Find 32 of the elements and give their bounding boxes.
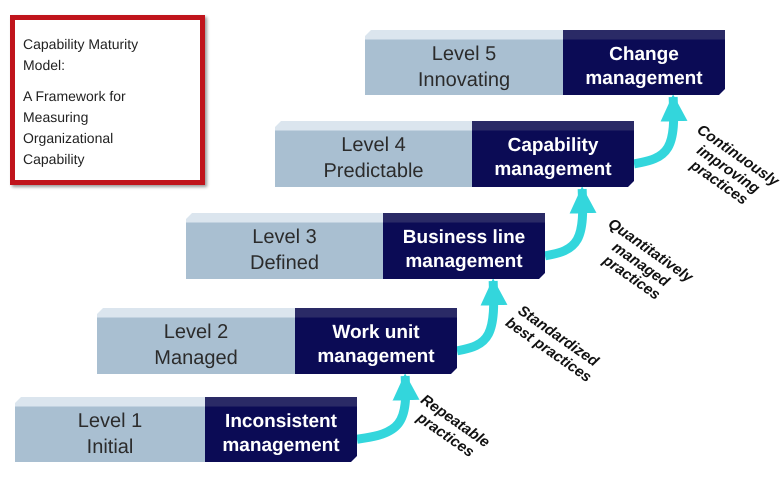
subtitle-text: A Framework for Measuring Organizational Capability [23, 87, 127, 169]
level-number: Level 1 [78, 408, 142, 434]
level-number: Level 2 [164, 320, 228, 345]
level-bar [365, 30, 563, 95]
curved-arrow [633, 94, 688, 168]
management-box [205, 397, 357, 462]
level-bar [15, 397, 205, 462]
management-box [383, 213, 545, 279]
management-box [563, 30, 725, 95]
management-text: Work unit management [316, 321, 436, 369]
management-box [295, 308, 457, 374]
curved-arrow [356, 373, 420, 444]
level-name: Defined [250, 251, 319, 276]
title-text: Capability Maturity Model: [23, 35, 140, 75]
level-bar [275, 121, 472, 187]
curved-arrow [456, 278, 508, 356]
management-text: Inconsistent management [221, 410, 341, 458]
level-name: Initial [86, 434, 134, 460]
curved-arrow [544, 186, 596, 260]
level-number: Level 5 [432, 42, 496, 66]
management-box [472, 121, 634, 187]
level-name: Managed [154, 346, 238, 371]
level-bar [186, 213, 383, 279]
level-name: Predictable [323, 159, 424, 184]
management-text: Capability management [493, 134, 613, 182]
level-name: Innovating [418, 68, 510, 92]
level-bar [97, 308, 295, 374]
level-number: Level 4 [341, 133, 406, 158]
management-text: Business line management [402, 226, 526, 274]
level-number: Level 3 [252, 225, 317, 250]
management-text: Change management [584, 42, 704, 90]
title-box [10, 15, 205, 185]
